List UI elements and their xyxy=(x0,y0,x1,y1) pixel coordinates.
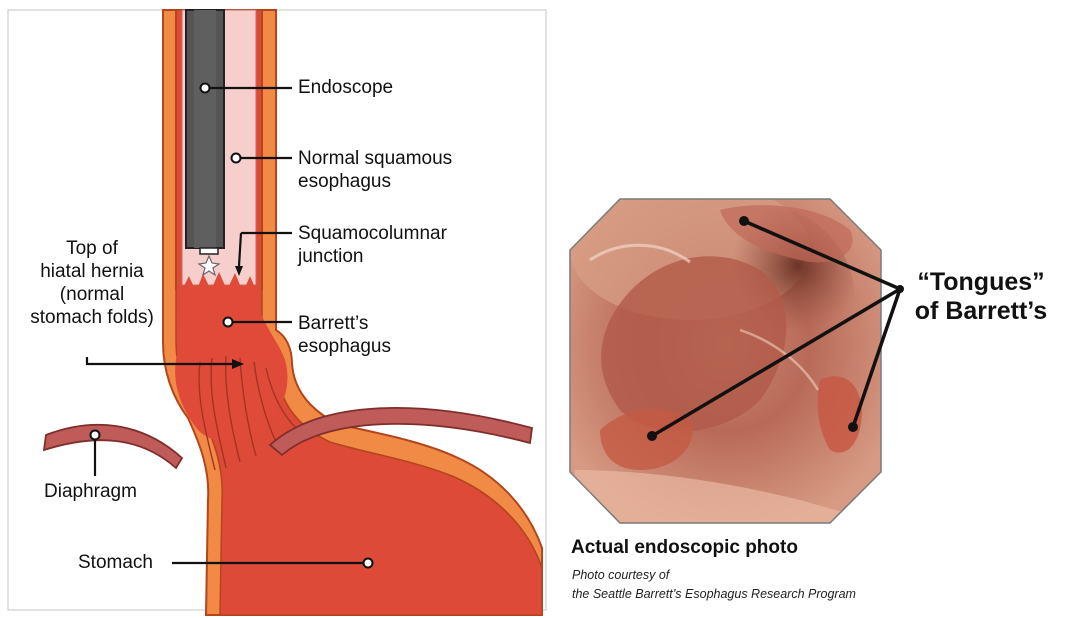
barretts-esophagus-label: Barrett’s esophagus xyxy=(298,312,391,358)
normal-squamous-esophagus-label: Normal squamous esophagus xyxy=(298,147,452,193)
tongues-of-barretts-label: “Tongues” of Barrett’s xyxy=(900,268,1062,326)
top-of-hiatal-hernia-label: Top of hiatal hernia (normal stomach fol… xyxy=(18,237,166,329)
endoscope-label: Endoscope xyxy=(298,76,393,99)
photo-caption-title: Actual endoscopic photo xyxy=(571,537,798,559)
diaphragm-label: Diaphragm xyxy=(44,480,137,503)
diaphragm-left xyxy=(44,425,182,468)
endoscopic-photo xyxy=(570,180,881,523)
photo-caption-credit: Photo courtesy of the Seattle Barrett’s … xyxy=(572,566,856,604)
endoscope xyxy=(186,10,224,275)
squamocolumnar-junction-label: Squamocolumnar junction xyxy=(298,222,447,268)
stomach-label: Stomach xyxy=(78,551,153,574)
